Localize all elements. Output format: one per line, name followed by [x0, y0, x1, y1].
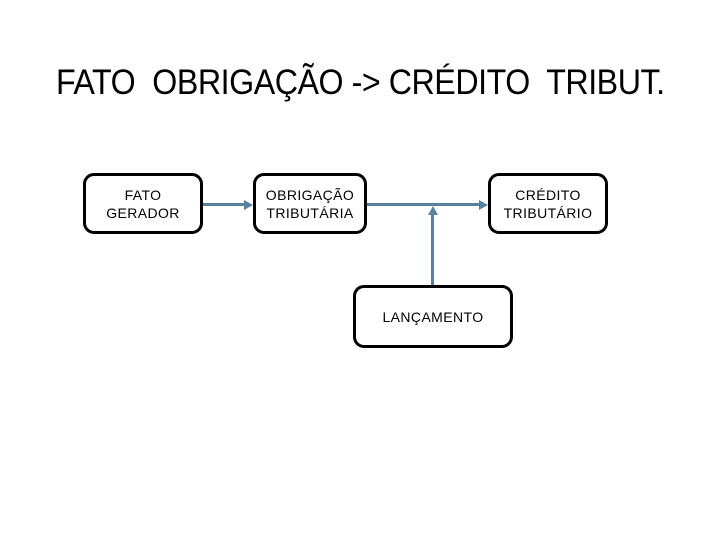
- arrow-up-icon: [427, 206, 438, 215]
- node-label-lancamento: LANÇAMENTO: [382, 308, 484, 325]
- arrow-right-icon: [244, 199, 253, 210]
- node-label-obrigacao-tributaria: OBRIGAÇÃO TRIBUTÁRIA: [265, 186, 355, 221]
- diagram-node-obrigacao-tributaria: OBRIGAÇÃO TRIBUTÁRIA: [253, 173, 367, 234]
- diagram-node-fato-gerador: FATO GERADOR: [83, 173, 203, 234]
- connector-fato-to-obrigacao: [203, 203, 245, 206]
- node-label-fato-gerador: FATO GERADOR: [106, 186, 180, 221]
- arrow-right-icon: [479, 199, 488, 210]
- node-label-credito-tributario: CRÉDITO TRIBUTÁRIO: [503, 186, 593, 221]
- slide-title: FATO OBRIGAÇÃO -> CRÉDITO TRIBUT.: [56, 63, 665, 102]
- diagram-node-credito-tributario: CRÉDITO TRIBUTÁRIO: [488, 173, 608, 234]
- connector-obrigacao-to-credito: [367, 203, 480, 206]
- connector-lancamento-to-flow: [431, 213, 434, 285]
- diagram-node-lancamento: LANÇAMENTO: [353, 285, 513, 348]
